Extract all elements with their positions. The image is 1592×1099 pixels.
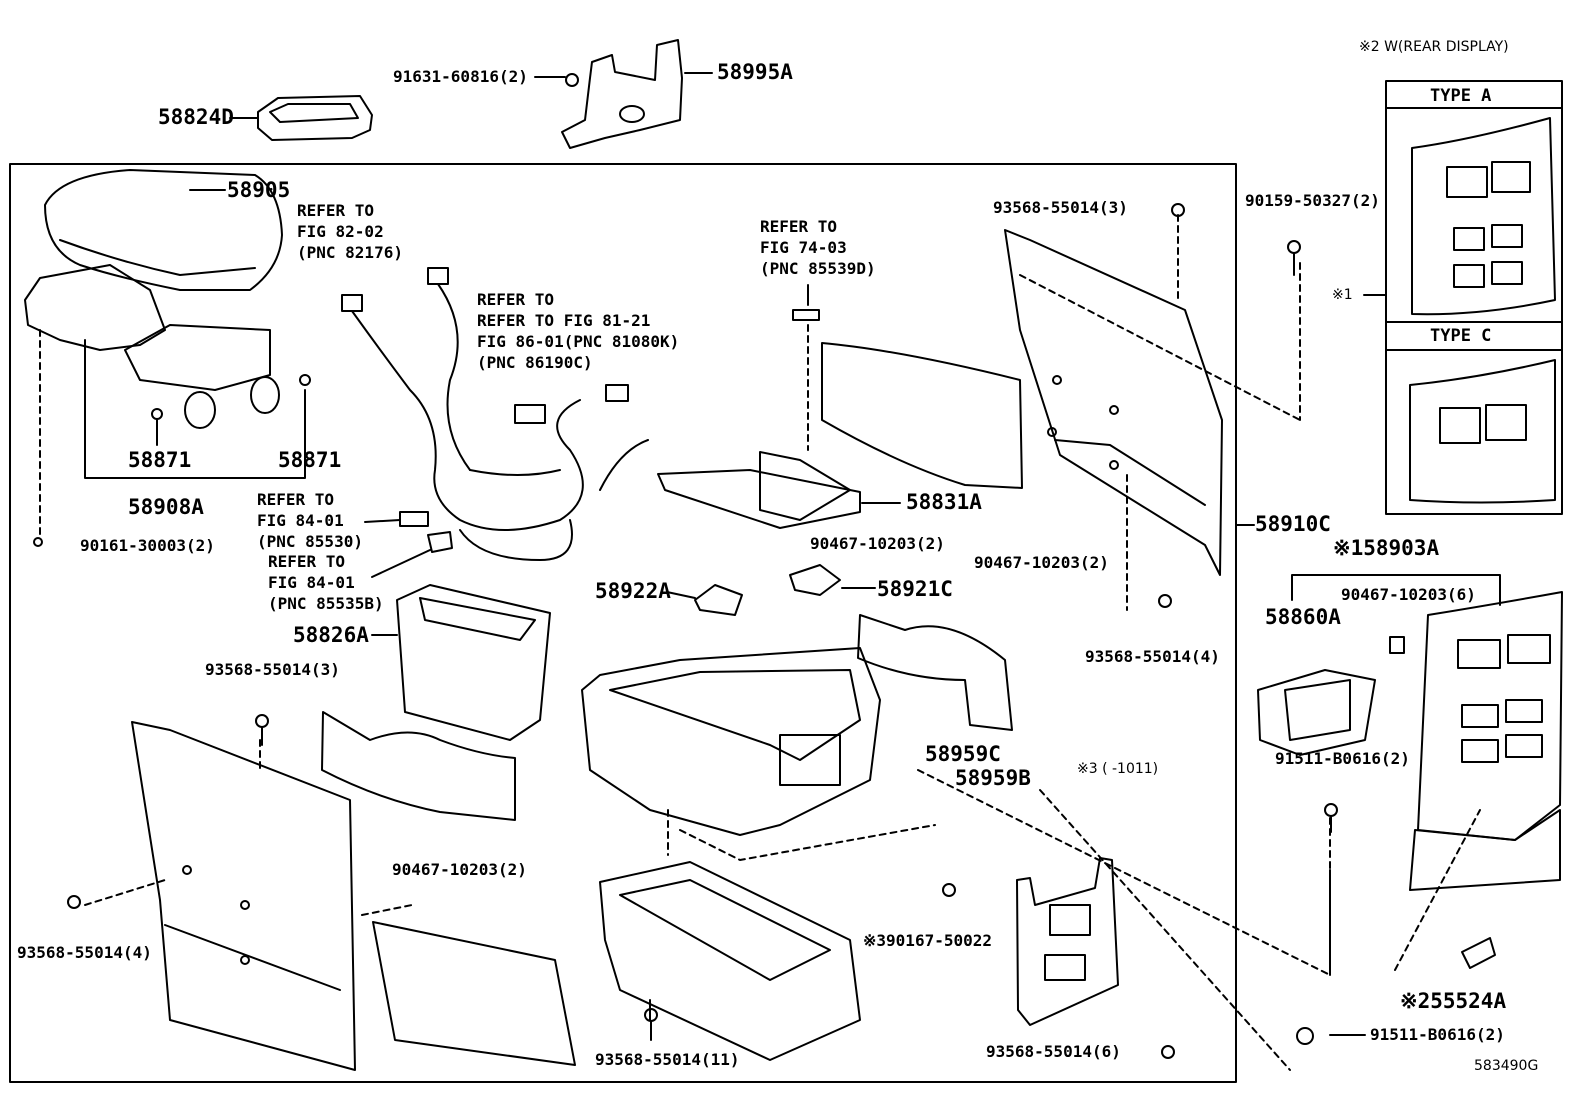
- reference-fig-84-01-b[interactable]: REFER TO FIG 84-01 (PNC 85535B): [268, 552, 384, 613]
- part-label-58995A[interactable]: 58995A: [717, 60, 793, 84]
- part-label-58871-left[interactable]: 58871: [128, 448, 192, 472]
- part-label-58908A[interactable]: 58908A: [128, 495, 204, 519]
- box-58826A: [371, 584, 551, 741]
- part-label-93568-6[interactable]: 93568-55014(6): [986, 1042, 1121, 1061]
- reference-fig-81-21-86-01[interactable]: REFER TO REFER TO FIG 81-21 FIG 86-01(PN…: [477, 290, 680, 372]
- part-label-93568-11[interactable]: 93568-55014(11): [595, 1050, 740, 1069]
- part-label-58824D[interactable]: 58824D: [158, 105, 234, 129]
- part-label-90467-right[interactable]: 90467-10203(2): [974, 553, 1109, 572]
- figure-id: 583490G: [1474, 1058, 1539, 1074]
- screws: [33, 203, 1366, 1059]
- reference-fig-82-02[interactable]: REFER TO FIG 82-02 (PNC 82176): [297, 201, 403, 262]
- part-label-90167[interactable]: ※390167-50022: [863, 931, 992, 950]
- trim-pad-left-lower: [372, 921, 576, 1066]
- part-label-90159[interactable]: 90159-50327(2): [1245, 191, 1380, 210]
- armrest-base-58908A: [24, 264, 311, 479]
- wiring-harness: [341, 267, 649, 561]
- part-label-58831A[interactable]: 58831A: [906, 490, 982, 514]
- bracket-58995A: [534, 39, 713, 149]
- cover-pad-center: [821, 342, 1023, 489]
- part-label-93568-3-right[interactable]: 93568-55014(3): [993, 198, 1128, 217]
- part-label-58860A[interactable]: 58860A: [1265, 605, 1341, 629]
- part-label-90467-center[interactable]: 90467-10203(2): [810, 534, 945, 553]
- reference-fig-84-01-a[interactable]: REFER TO FIG 84-01 (PNC 85530): [257, 490, 363, 551]
- side-panel-right-58910C: [1004, 214, 1301, 611]
- part-55524A: [1461, 937, 1496, 969]
- part-label-90161[interactable]: 90161-30003(2): [80, 536, 215, 555]
- part-label-93568-4-left[interactable]: 93568-55014(4): [17, 943, 152, 962]
- part-label-91631[interactable]: 91631-60816(2): [393, 67, 528, 86]
- part-label-58905[interactable]: 58905: [227, 178, 291, 202]
- rear-bracket: [1016, 857, 1119, 1026]
- liner-pad-right: [857, 614, 1013, 731]
- part-label-58826A[interactable]: 58826A: [293, 623, 369, 647]
- part-label-55524A[interactable]: ※255524A: [1400, 989, 1507, 1013]
- part-label-91511-upper[interactable]: 91511-B0616(2): [1275, 749, 1410, 768]
- console-body: [581, 647, 936, 861]
- part-label-58921C[interactable]: 58921C: [877, 577, 953, 601]
- liner-pad-left: [321, 711, 516, 821]
- part-label-93568-4-right[interactable]: 93568-55014(4): [1085, 647, 1220, 666]
- part-label-90467-6[interactable]: 90467-10203(6): [1341, 585, 1476, 604]
- part-label-90467-left[interactable]: 90467-10203(2): [392, 860, 527, 879]
- reference-fig-74-03[interactable]: REFER TO FIG 74-03 (PNC 85539D): [760, 217, 876, 278]
- mark-3-range-note: ※3 ( -1011): [1077, 761, 1159, 777]
- part-label-91511-lower[interactable]: 91511-B0616(2): [1370, 1025, 1505, 1044]
- type-a-label: TYPE A: [1430, 86, 1492, 106]
- rear-display-note: ※2 W(REAR DISPLAY): [1359, 39, 1509, 55]
- power-socket: [364, 511, 453, 578]
- part-label-58903A[interactable]: ※158903A: [1333, 536, 1440, 560]
- type-c-label: TYPE C: [1430, 326, 1492, 346]
- rear-display-type-box: [1363, 80, 1563, 515]
- lower-console-tray: [599, 861, 861, 1061]
- part-label-58959B[interactable]: 58959B: [955, 766, 1031, 790]
- tray-58824D: [229, 95, 373, 141]
- mark-1-note: ※1: [1332, 287, 1353, 303]
- part-label-58910C[interactable]: 58910C: [1255, 512, 1331, 536]
- vent-58860A: [1257, 669, 1376, 756]
- side-panel-left: [84, 721, 413, 1071]
- top-plate-58831A: [657, 284, 901, 529]
- part-label-58959C[interactable]: 58959C: [925, 742, 1001, 766]
- clip-58922A: [694, 584, 743, 616]
- rear-vent-58903A: [1291, 574, 1563, 891]
- clip-58921C: [789, 564, 841, 596]
- assembly-frame: [9, 163, 1237, 1083]
- part-label-58871-right[interactable]: 58871: [278, 448, 342, 472]
- armrest-lid-58905: [44, 169, 283, 291]
- part-label-93568-3-left[interactable]: 93568-55014(3): [205, 660, 340, 679]
- part-label-58922A[interactable]: 58922A: [595, 579, 671, 603]
